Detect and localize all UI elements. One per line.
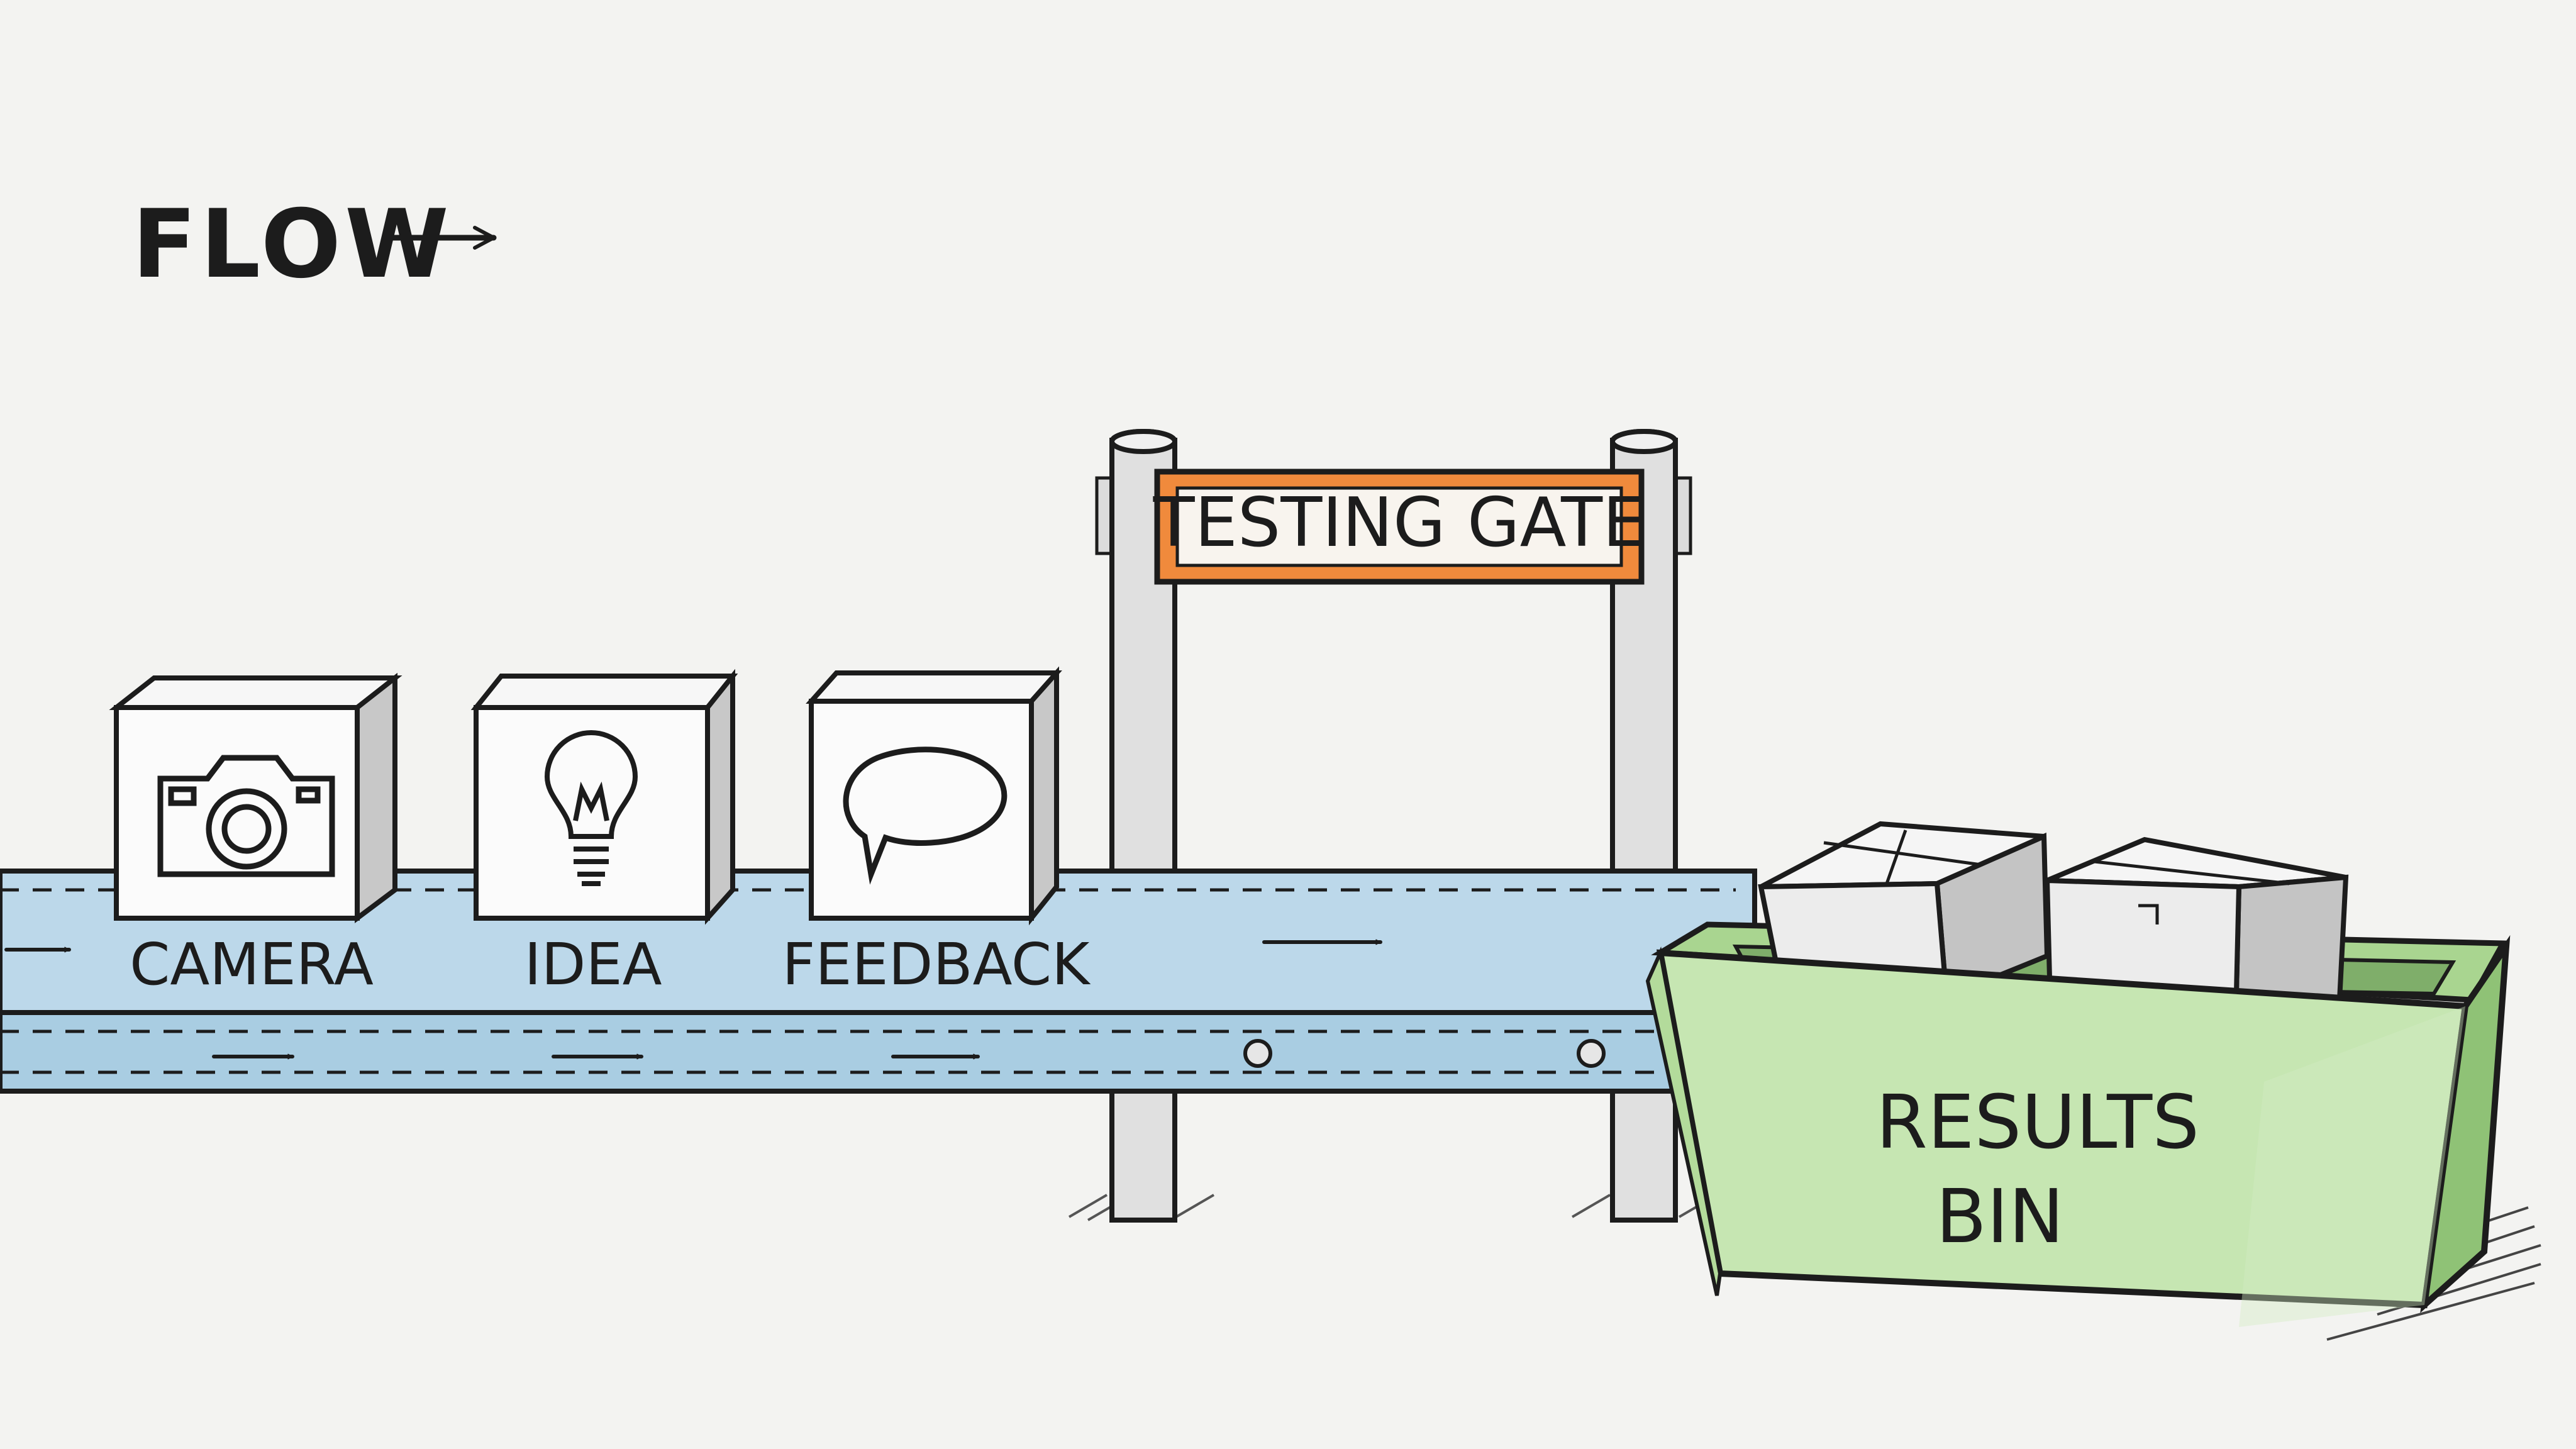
- item-box-feedback: [806, 666, 1062, 926]
- item-labels: CAMERA IDEA FEEDBACK: [130, 931, 1091, 998]
- speech-bubble-icon: [843, 747, 1008, 885]
- gate-sign-label: TESTING GATE: [1153, 484, 1646, 562]
- item-label-idea: IDEA: [524, 931, 662, 998]
- camera-icon: [157, 755, 335, 877]
- testing-gate-sign: TESTING GATE: [1153, 469, 1646, 585]
- item-label-feedback: FEEDBACK: [782, 931, 1091, 998]
- flow-label: FLOW: [132, 190, 453, 299]
- results-bin: RESULTS BIN: [1645, 821, 2541, 1341]
- item-box-idea: [470, 669, 738, 925]
- item-label-camera: CAMERA: [130, 931, 374, 998]
- bin-label-line1: RESULTS: [1876, 1079, 2199, 1165]
- belt-arrows: [4, 942, 1382, 1057]
- flow-heading: FLOW: [132, 190, 497, 299]
- bin-label-line2: BIN: [1936, 1173, 2064, 1260]
- lightbulb-icon: [544, 730, 638, 886]
- item-box-camera: [109, 672, 402, 923]
